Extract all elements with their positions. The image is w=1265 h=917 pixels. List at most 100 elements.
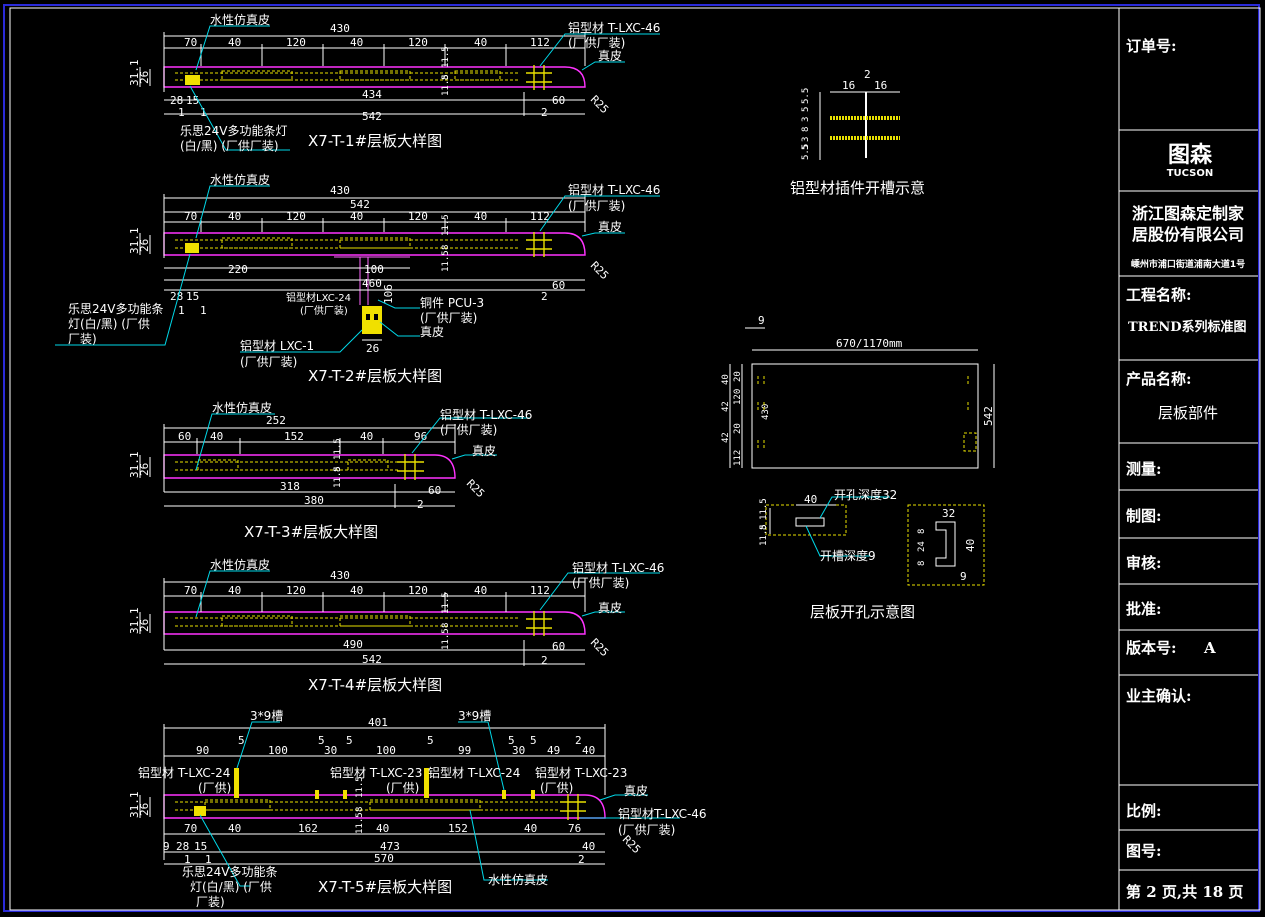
t5-bot-473: 473 xyxy=(380,840,400,853)
t1-mid: 8 xyxy=(441,75,451,80)
t5-bot-total: 570 xyxy=(374,852,394,865)
drawing-t3: 252 60 40 152 40 96 31.1 26 11.5 8 11.5 … xyxy=(128,401,532,541)
project-label: 工程名称: xyxy=(1126,286,1192,304)
slot-side-dim: 5.5 xyxy=(801,144,811,160)
t5-p24b-label: 铝型材 T-LXC-24 xyxy=(428,765,520,780)
slot-top-dim: 2 xyxy=(864,68,871,81)
t5-supply-b: (厂供) xyxy=(386,781,419,795)
slot-detail: 16 16 2 5.5 5 3 8 3 5 5.5 铝型材插件开槽示意 xyxy=(790,68,925,197)
t3-mid: 11.5 xyxy=(333,438,343,460)
t4-height: 26 xyxy=(138,619,151,632)
t5-dim: 2 xyxy=(575,734,582,747)
slot-detail-caption: 铝型材插件开槽示意 xyxy=(790,179,925,197)
t2-dim: 120 xyxy=(408,210,428,223)
t5-bot-dim: 40 xyxy=(376,822,389,835)
t1-top-total: 430 xyxy=(330,22,350,35)
t2-gap: 2 xyxy=(541,290,548,303)
company-line1: 浙江图森定制家 xyxy=(1132,204,1245,223)
t2-mid: 11.5 xyxy=(441,250,451,272)
t5-p24a-label: 铝型材 T-LXC-24 xyxy=(138,765,230,780)
t5-bot-dim: 152 xyxy=(448,822,468,835)
t5-bot-left: 9 xyxy=(163,840,170,853)
drawing-t1: 430 70 40 120 40 120 40 112 31.1 26 11.5… xyxy=(128,13,660,153)
t1-profile-label: 铝型材 T-LXC-46 xyxy=(568,20,660,35)
hole-plan-caption: 层板开孔示意图 xyxy=(810,603,915,621)
t2-light-line2: 灯(白/黑) (厂供 xyxy=(68,316,150,331)
t5-p46-label: 铝型材T-LXC-46 xyxy=(618,806,707,821)
t3-veneer-label: 水性仿真皮 xyxy=(212,401,272,415)
version-label: 版本号: xyxy=(1126,639,1177,657)
t3-profile-label: 铝型材 T-LXC-46 xyxy=(440,407,532,422)
drawn-label: 制图: xyxy=(1126,507,1162,525)
hole-width: 670/1170mm xyxy=(836,337,903,350)
t5-dim: 5 xyxy=(508,734,515,747)
t5-bot-dim: 40 xyxy=(228,822,241,835)
t3-mid: 8 xyxy=(333,467,343,472)
slot-side-dim: 5 xyxy=(801,107,811,112)
t3-dim: 40 xyxy=(210,430,223,443)
t2-dim: 40 xyxy=(228,210,241,223)
t3-bot-inner: 318 xyxy=(280,480,300,493)
t5-p23a-label: 铝型材 T-LXC-23 xyxy=(330,765,422,780)
t1-mid: 11.5 xyxy=(441,46,451,68)
t2-radius: R25 xyxy=(588,259,611,282)
slot-side-dim: 5 xyxy=(801,145,811,150)
t5-bot-dim: 40 xyxy=(524,822,537,835)
t2-dim-106: 106 xyxy=(382,284,395,304)
t3-height: 31.1 xyxy=(128,452,141,479)
hole-detail-a-left: 8 xyxy=(759,525,769,530)
t2-profile1-label: 铝型材 LXC-1 xyxy=(240,338,314,353)
t2-dim-460: 460 xyxy=(362,277,382,290)
slot-side-dim: 3 xyxy=(801,117,811,122)
t5-board-outline xyxy=(163,794,606,819)
t1-supply-label: (厂供厂装) xyxy=(568,36,625,50)
product-label: 产品名称: xyxy=(1126,370,1192,388)
t2-top-inner: 430 xyxy=(330,184,350,197)
t3-dim: 152 xyxy=(284,430,304,443)
slot-side-dim: 8 xyxy=(801,127,811,132)
t2-dim-220: 220 xyxy=(228,263,248,276)
survey-label: 测量: xyxy=(1126,460,1162,478)
t1-light-strip xyxy=(185,75,200,85)
t1-bot-right: 60 xyxy=(552,94,565,107)
t5-dim: 5 xyxy=(427,734,434,747)
t3-leather-label: 真皮 xyxy=(472,444,496,458)
t1-dim: 112 xyxy=(530,36,550,49)
company-address: 嵊州市浦口街道浦南大道1号 xyxy=(1131,258,1245,270)
slot-side-dim: 3 xyxy=(801,137,811,142)
t2-bot-right: 60 xyxy=(552,279,565,292)
t3-top-total: 252 xyxy=(266,414,286,427)
t3-height: 26 xyxy=(138,463,151,476)
t4-dim: 40 xyxy=(350,584,363,597)
t4-dim: 120 xyxy=(286,584,306,597)
t5-dim: 30 xyxy=(512,744,525,757)
t2-supply-label: (厂供厂装) xyxy=(568,199,625,213)
hole-detail-a-left: 11.5 xyxy=(759,524,769,546)
hole-depth9-label: 开槽深度9 xyxy=(820,548,876,563)
hole-detail-b-9: 9 xyxy=(960,570,967,583)
t5-height: 31.1 xyxy=(128,792,141,819)
hole-left-dim: 120 xyxy=(733,389,743,405)
t2-veneer-label: 水性仿真皮 xyxy=(210,173,270,187)
hole-left-dim: 20 xyxy=(733,371,743,382)
t1-dim: 120 xyxy=(286,36,306,49)
t2-dim-26: 26 xyxy=(366,342,379,355)
t1-bot-total: 542 xyxy=(362,110,382,123)
hole-left-dim: 112 xyxy=(733,450,743,466)
t2-dim: 40 xyxy=(350,210,363,223)
hole-detail-a-40: 40 xyxy=(804,493,817,506)
t2-dim: 70 xyxy=(184,210,197,223)
drawing-no-label: 图号: xyxy=(1126,842,1162,860)
t1-dim: 120 xyxy=(408,36,428,49)
hole-top-small: 9 xyxy=(758,314,765,327)
t5-leather-label: 真皮 xyxy=(624,784,648,798)
t4-dim: 40 xyxy=(228,584,241,597)
t5-slot-label-b: 3*9槽 xyxy=(458,709,491,723)
hole-depth32-label: 开孔深度32 xyxy=(834,487,897,502)
t5-bot-dim: 162 xyxy=(298,822,318,835)
t5-gap: 2 xyxy=(578,853,585,866)
t5-dim: 30 xyxy=(324,744,337,757)
t4-height: 31.1 xyxy=(128,608,141,635)
approve-label: 批准: xyxy=(1126,600,1162,618)
